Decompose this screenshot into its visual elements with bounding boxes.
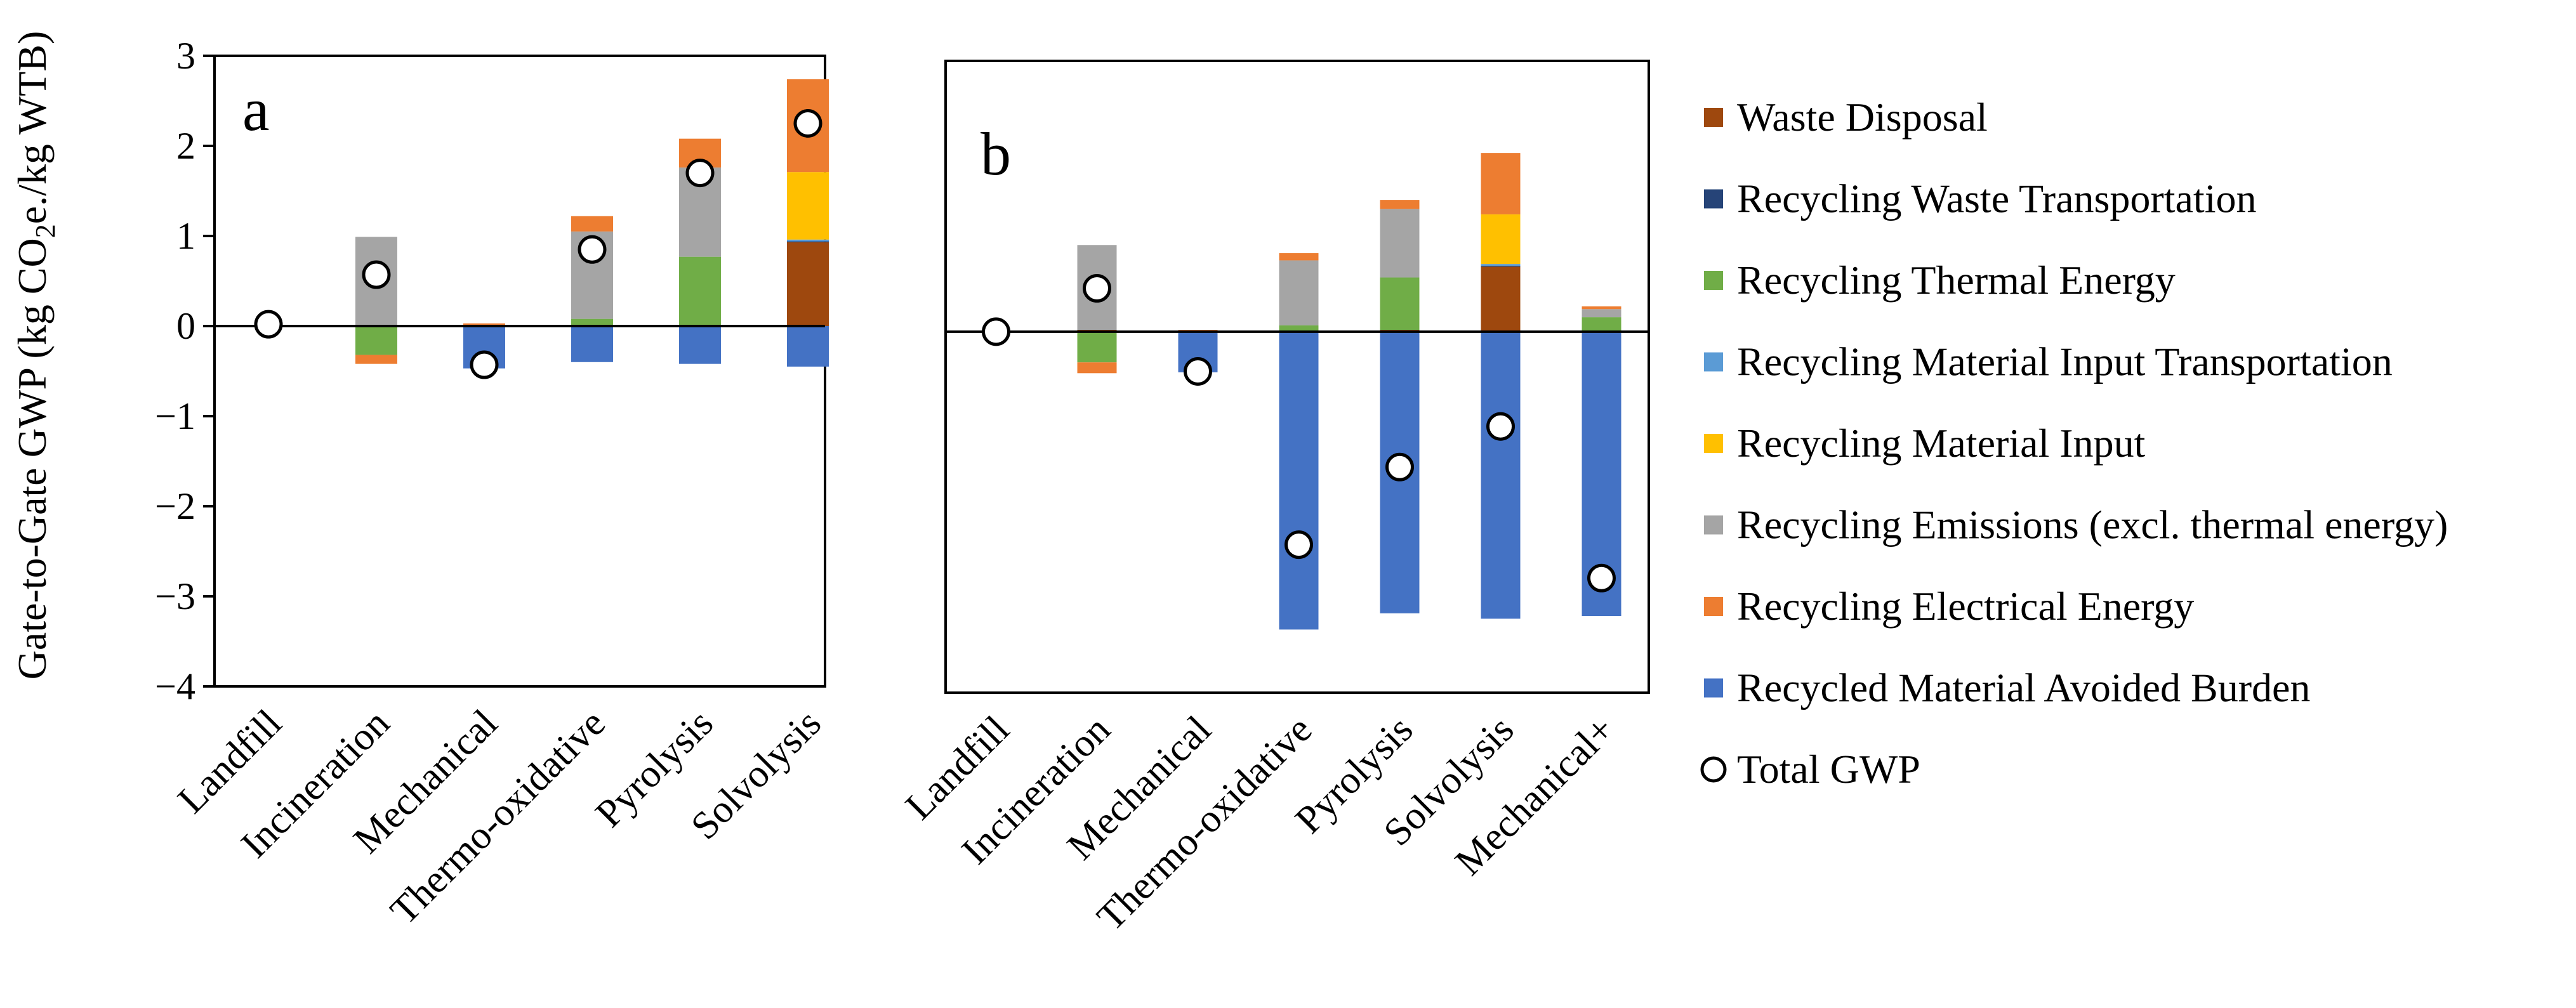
panel-b: LandfillIncinerationMechanicalThermo-oxi… [897,60,1650,939]
bar-segment [1279,253,1319,261]
bar-segment [1279,325,1319,332]
legend-swatch [1704,189,1723,209]
bar-segment [787,326,829,367]
bar-segment [1380,209,1420,278]
bar-segment [1481,264,1521,266]
legend-swatch [1704,515,1723,535]
y-tick-label: −1 [155,395,195,437]
y-tick-label: 2 [176,125,195,167]
total-gwp-marker [470,350,499,379]
total-gwp-marker [1083,274,1111,303]
bar-segment [1481,153,1521,214]
total-gwp-marker [1587,563,1616,592]
y-tick-label: 3 [176,35,195,77]
panel-a-bars [355,79,829,369]
bar-segment [355,355,397,364]
panel-a-y-ticks: 3 2 1 0 −1 −2 −3 −4 [155,35,215,707]
panel-a: 3 2 1 0 −1 −2 −3 −4 LandfillIncinerationMechani… [155,35,829,933]
legend-label: Recycling Electrical Energy [1737,584,2194,629]
y-axis-title: Gate-to-Gate GWP (kg CO2e./kg WTB) [10,31,61,680]
panel-a-plot-frame [213,55,826,688]
legend-label: Total GWP [1737,747,1920,792]
bar-segment [1582,317,1622,332]
bar-segment [1380,200,1420,209]
panel-a-category-labels: LandfillIncinerationMechanicalThermo-oxi… [170,702,829,933]
bar-segment [1481,214,1521,265]
bar-segment [787,239,829,242]
bar-segment [679,326,721,364]
legend-label: Recycling Material Input Transportation [1737,339,2393,384]
bar-segment [679,256,721,325]
legend-swatch [1704,271,1723,290]
total-gwp-marker [1385,452,1414,481]
legend-swatch [1704,108,1723,127]
y-tick-label: −4 [155,665,195,707]
bar-segment [1077,362,1117,374]
panel-b-markers [982,274,1616,592]
panel-b-letter: b [981,120,1011,188]
total-gwp-marker [1184,357,1212,386]
legend-label: Recycling Material Input [1737,421,2146,466]
legend-swatch [1704,352,1723,372]
bar-segment [787,242,829,326]
legend-swatch [1704,597,1723,616]
bar-segment [355,326,397,355]
panel-b-category-labels: LandfillIncinerationMechanicalThermo-oxi… [897,708,1623,939]
legend-label: Recycling Thermal Energy [1737,258,2176,303]
legend-label: Recycling Emissions (excl. thermal energ… [1737,502,2448,547]
total-gwp-marker [982,317,1010,346]
bar-segment [1582,309,1622,318]
bar-segment [1481,331,1521,619]
bar-segment [1481,266,1521,332]
legend-label: Recycling Waste Transportation [1737,176,2256,221]
bar-segment [1279,260,1319,325]
bar-segment [571,216,613,232]
total-gwp-marker [1486,412,1515,441]
panel-a-markers [254,109,822,379]
y-tick-label: −3 [155,575,195,617]
bar-segment [1582,306,1622,310]
panel-a-letter: a [242,75,270,143]
total-gwp-marker [1285,530,1313,560]
legend-marker [1700,756,1727,783]
total-gwp-marker [362,260,391,289]
bar-segment [571,326,613,362]
y-tick-label: −2 [155,485,195,527]
bar-segment [463,323,505,326]
bar-segment [1380,277,1420,331]
legend-label: Waste Disposal [1737,95,1988,140]
legend-swatch [1704,678,1723,698]
total-gwp-marker [578,235,607,264]
panel-b-plot-frame [944,60,1650,694]
total-gwp-marker [793,109,822,138]
bar-segment [1279,331,1319,630]
y-tick-label: 1 [176,215,195,257]
bar-segment [787,172,829,240]
y-tick-label: 0 [176,305,195,347]
legend-label: Recycled Material Avoided Burden [1737,665,2310,710]
bar-segment [571,318,613,326]
legend-swatch [1704,434,1723,453]
panel-b-bars [1077,153,1622,630]
total-gwp-marker [685,159,715,188]
total-gwp-marker [254,310,283,339]
bar-segment [1077,331,1117,363]
